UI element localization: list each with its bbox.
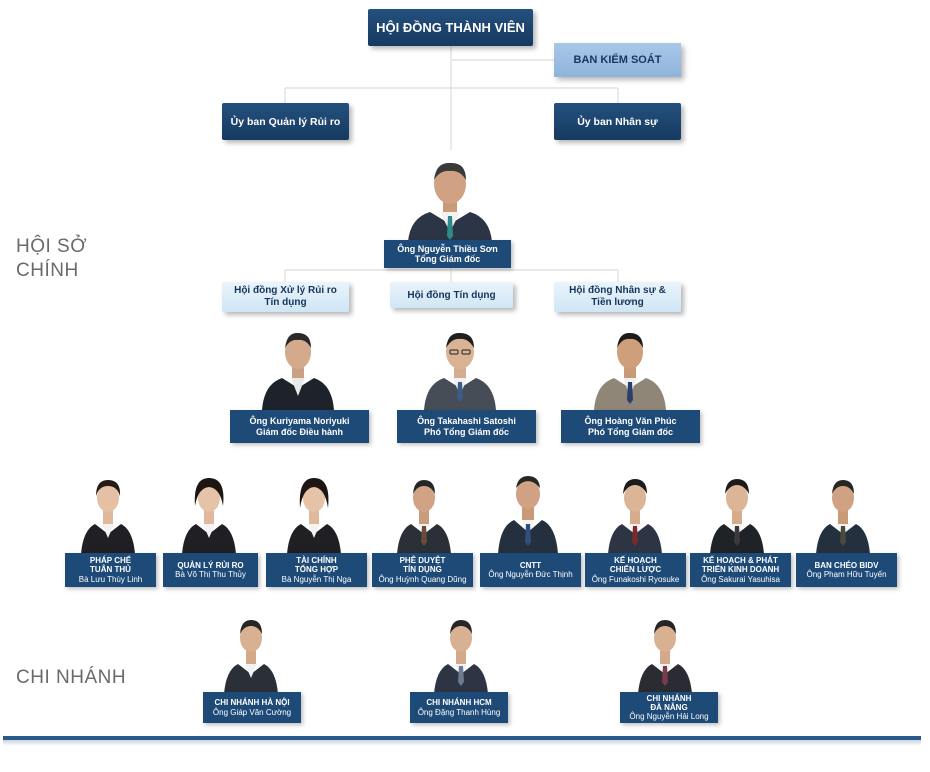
footer-bar [3,736,921,740]
section-branches-label: CHI NHÁNH [16,667,127,688]
department-photo-4 [395,466,453,554]
branch-label-2: CHI NHÁNH HCM Ông Đặng Thanh Hùng [410,692,508,723]
branch-name-1: CHI NHÁNH HÀ NỘI [214,698,290,708]
department-label-8: BAN CHÉO BIDV Ông Phạm Hữu Tuyến [796,553,897,587]
department-person-6: Ông Funakoshi Ryosuke [591,574,680,584]
executive-name-1: Ông Kuriyama Noriyuki [249,416,350,427]
department-label-3: TÀI CHÍNH TỔNG HỢP Bà Nguyễn Thị Nga [266,553,367,587]
department-name-8a: BAN CHÉO BIDV [814,560,879,570]
executive-label-1: Ông Kuriyama Noriyuki Giám đốc Điều hành [230,410,369,443]
department-photo-2 [180,466,238,554]
risk-committee-box: Ủy ban Quản lý Rủi ro [222,103,349,140]
department-photo-5 [496,462,560,554]
branch-photo-2 [432,606,490,694]
footer-shadow [3,740,921,746]
department-label-6: KẾ HOẠCH CHIẾN LƯỢC Ông Funakoshi Ryosuk… [585,553,686,587]
department-label-5: CNTT Ông Nguyễn Đức Thịnh [480,553,581,587]
department-name-4a: PHÊ DUYỆT [399,556,446,566]
risk-committee-title: Ủy ban Quản lý Rủi ro [230,115,341,128]
ceo-photo [400,152,500,242]
executive-photo-2 [420,322,500,410]
department-name-6b: CHIẾN LƯỢC [609,565,662,575]
executive-name-2: Ông Takahashi Satoshi [417,416,516,427]
executive-name-3: Ông Hoàng Văn Phúc [584,416,677,427]
department-photo-8 [814,466,872,554]
council-credit-risk-line1: Hội đồng Xử lý Rủi ro [234,285,337,296]
department-person-3: Bà Nguyễn Thị Nga [281,574,352,584]
board-box: HỘI ĐỒNG THÀNH VIÊN [368,9,533,46]
ceo-title: Tổng Giám đốc [414,254,481,264]
branch-label-3: CHI NHÁNH ĐÀ NẴNG Ông Nguyễn Hải Long [620,692,718,723]
department-name-7b: TRIỂN KINH DOANH [701,565,780,575]
council-credit-risk-box: Hội đồng Xử lý Rủi ro Tín dụng [222,282,349,312]
branch-person-1: Ông Giáp Văn Cường [212,707,292,717]
department-photo-3 [285,466,343,554]
ceo-name: Ông Nguyễn Thiều Sơn [397,243,498,254]
department-photo-7 [708,466,766,554]
executive-photo-3 [590,322,670,410]
supervisory-box: BAN KIỂM SOÁT [554,43,681,77]
department-name-4b: TÍN DỤNG [403,565,442,575]
council-hr-salary-box: Hội đồng Nhân sự & Tiền lương [554,282,681,312]
department-name-1a: PHÁP CHẾ [89,556,132,566]
department-name-2a: QUẢN LÝ RỦI RO [177,560,244,570]
department-name-5a: CNTT [519,560,542,570]
department-name-6a: KẾ HOẠCH [614,556,657,566]
council-credit-box: Hội đồng Tín dụng [390,282,513,308]
executive-label-2: Ông Takahashi Satoshi Phó Tổng Giám đốc [397,410,536,443]
council-credit-risk-line2: Tín dụng [264,297,307,308]
department-photo-1 [79,466,137,554]
department-label-1: PHÁP CHẾ TUÂN THỦ Bà Lưu Thùy Linh [65,553,156,587]
section-head-office-line1: HỘI SỞ [16,236,88,257]
department-photo-6 [606,466,664,554]
department-person-2: Bà Võ Thị Thu Thủy [175,570,246,579]
council-hr-salary-line1: Hội đồng Nhân sự & [569,285,666,296]
hr-committee-title: Ủy ban Nhân sự [577,115,658,128]
branch-photo-1 [222,606,280,694]
branch-photo-3 [636,606,694,694]
department-label-4: PHÊ DUYỆT TÍN DỤNG Ông Huỳnh Quang Dũng [372,553,473,587]
department-person-5: Ông Nguyễn Đức Thịnh [488,570,573,579]
department-person-4: Ông Huỳnh Quang Dũng [378,574,467,584]
department-person-7: Ông Sakurai Yasuhisa [701,574,780,584]
board-title: HỘI ĐỒNG THÀNH VIÊN [376,20,525,35]
department-label-7: KẾ HOẠCH & PHÁT TRIỂN KINH DOANH Ông Sak… [690,553,791,587]
section-head-office: HỘI SỞ CHÍNH [16,235,87,283]
department-name-3a: TÀI CHÍNH [296,556,337,566]
department-name-1b: TUÂN THỦ [90,565,131,575]
section-branches: CHI NHÁNH [16,666,126,690]
executive-label-3: Ông Hoàng Văn Phúc Phó Tổng Giám đốc [561,410,700,443]
branch-name-2: CHI NHÁNH HCM [426,698,492,708]
supervisory-title: BAN KIỂM SOÁT [573,54,662,66]
hr-committee-box: Ủy ban Nhân sự [554,103,681,140]
department-person-1: Bà Lưu Thùy Linh [78,574,143,584]
branch-name-3b: ĐÀ NẴNG [650,702,688,712]
department-person-8: Ông Phạm Hữu Tuyến [806,570,887,579]
executive-title-1: Giám đốc Điều hành [255,426,343,437]
department-name-7a: KẾ HOẠCH & PHÁT [703,556,778,566]
executive-title-2: Phó Tổng Giám đốc [424,426,509,437]
section-head-office-line2: CHÍNH [16,259,79,281]
branch-label-1: CHI NHÁNH HÀ NỘI Ông Giáp Văn Cường [203,692,301,723]
council-hr-salary-line2: Tiền lương [591,297,644,308]
department-name-3b: TỔNG HỢP [294,565,339,575]
branch-person-3: Ông Nguyễn Hải Long [629,712,709,722]
council-credit-title: Hội đồng Tín dụng [407,289,496,301]
executive-photo-1 [258,322,338,410]
executive-title-3: Phó Tổng Giám đốc [588,426,673,437]
ceo-label: Ông Nguyễn Thiều Sơn Tổng Giám đốc [384,240,511,268]
branch-person-2: Ông Đặng Thanh Hùng [417,707,501,717]
branch-name-3a: CHI NHÁNH [646,693,692,703]
department-label-2: QUẢN LÝ RỦI RO Bà Võ Thị Thu Thủy [163,553,258,587]
